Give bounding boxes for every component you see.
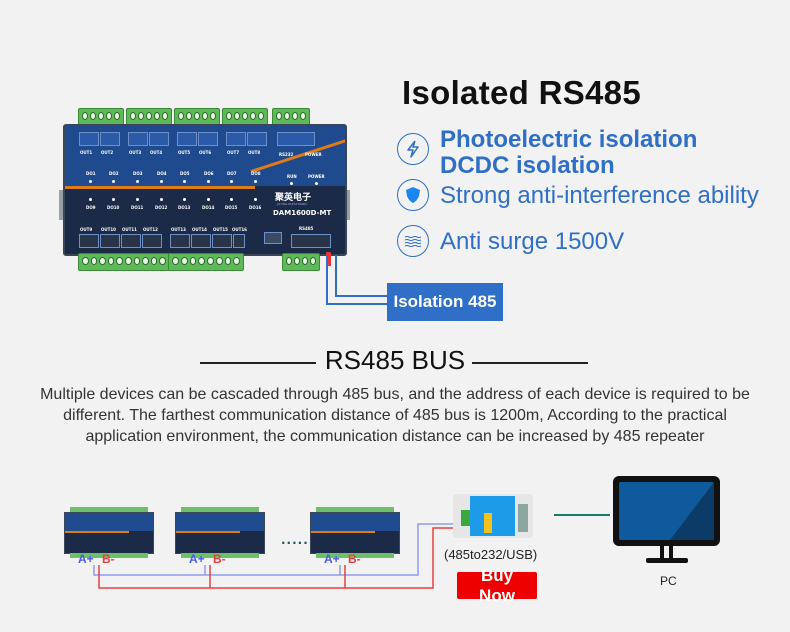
terminal-block (78, 253, 170, 271)
converter-label: (485to232/USB) (444, 547, 538, 562)
do-label: DO16 (249, 205, 262, 210)
din-clip (59, 190, 65, 220)
b-minus-label: B- (348, 552, 361, 566)
feature-photoelectric: Photoelectric isolation (440, 126, 698, 153)
feature-anti-surge: Anti surge 1500V (440, 228, 625, 255)
terminal-block (168, 253, 244, 271)
out-label: OUT4 (150, 150, 163, 155)
rs485-terminal (291, 234, 331, 248)
b-minus-label: B- (213, 552, 226, 566)
brand-logo: 聚英电子 (275, 193, 312, 203)
brand-en: JUYING ELECTRONIC (277, 202, 308, 206)
power-status-label: POWER (308, 174, 325, 179)
out-label: OUT5 (178, 150, 191, 155)
out-label: OUT11 (122, 227, 137, 232)
buy-now-button[interactable]: Buy Now (457, 566, 537, 605)
bus-title: RS485 BUS (324, 345, 466, 375)
b-minus-label: B- (102, 552, 115, 566)
out-label: OUT15 (213, 227, 228, 232)
out-label: OUT1 (80, 150, 93, 155)
ethernet-port (264, 232, 282, 244)
page-title: Isolated RS485 (402, 74, 641, 111)
relay-module: OUT1 OUT2 OUT3 OUT4 OUT5 OUT6 OUT7 OUT8 … (63, 124, 347, 256)
converter-485-to-232-usb (453, 494, 533, 538)
do-label: DO12 (155, 205, 168, 210)
out-label: OUT10 (101, 227, 116, 232)
do-label: DO2 (109, 171, 119, 176)
isolation-485-badge: Isolation 485 (387, 283, 503, 321)
feature-dcdc: DCDC isolation (440, 152, 615, 179)
do-label: DO10 (107, 205, 120, 210)
bus-wire-b (98, 527, 455, 589)
a-plus-label: A+ (78, 552, 94, 566)
red-wire-tip (326, 252, 331, 266)
do-label: DO13 (178, 205, 191, 210)
run-label: RUN (287, 174, 297, 179)
ellipsis: ...... (281, 533, 315, 547)
bus-description: Multiple devices can be cascaded through… (40, 386, 750, 445)
do-label: DO4 (157, 171, 167, 176)
divider-left (200, 362, 316, 364)
out-label: OUT13 (171, 227, 186, 232)
feature-anti-interference: Strong anti-interference ability (440, 182, 759, 209)
wave-icon (397, 225, 429, 257)
out-label: OUT14 (192, 227, 207, 232)
terminal-block (174, 108, 220, 126)
do-label: DO1 (86, 171, 96, 176)
do-label: DO9 (86, 205, 96, 210)
do-label: DO6 (204, 171, 214, 176)
model-label: DAM1600D-MT (273, 209, 332, 217)
din-clip (344, 190, 350, 220)
do-label: DO8 (251, 171, 261, 176)
rs232-label: RS232 (279, 152, 294, 157)
a-plus-label: A+ (324, 552, 340, 566)
out-label: OUT6 (199, 150, 212, 155)
out-label: OUT7 (227, 150, 240, 155)
lightning-icon (397, 133, 429, 165)
divider-right (472, 362, 588, 364)
do-label: DO5 (180, 171, 190, 176)
out-label: OUT9 (80, 227, 93, 232)
do-label: DO7 (227, 171, 237, 176)
out-label: OUT3 (129, 150, 142, 155)
shield-icon (397, 179, 429, 211)
out-label: OUT16 (232, 227, 247, 232)
do-label: DO14 (202, 205, 215, 210)
pc-monitor-icon (613, 476, 720, 563)
a-plus-label: A+ (189, 552, 205, 566)
terminal-block (282, 253, 320, 271)
power-label: POWER (305, 152, 322, 157)
do-label: DO3 (133, 171, 143, 176)
terminal-block (78, 108, 124, 126)
out-label: OUT2 (101, 150, 114, 155)
out-label: OUT12 (143, 227, 158, 232)
out-label: OUT8 (248, 150, 261, 155)
bus-wire-a (93, 523, 455, 576)
do-label: DO15 (225, 205, 238, 210)
rs485-label: RS485 (299, 226, 314, 231)
pc-label: PC (660, 574, 677, 588)
do-label: DO11 (131, 205, 144, 210)
